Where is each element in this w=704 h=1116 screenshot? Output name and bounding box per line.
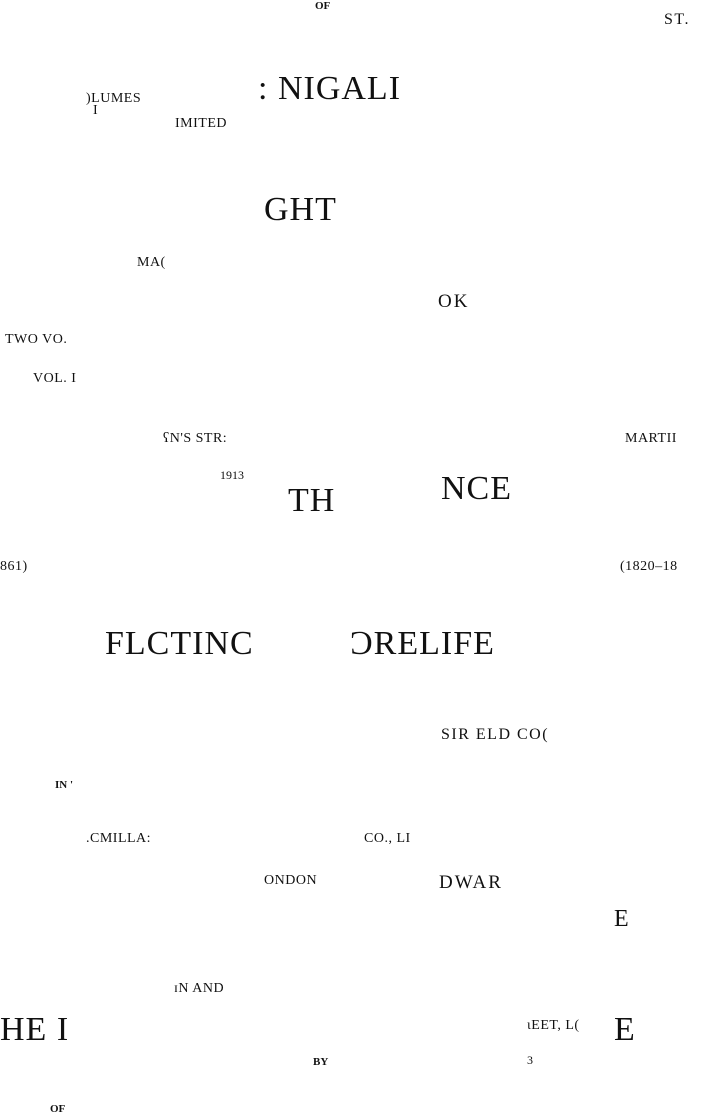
fragment-year-1820: (1820–18 <box>620 559 678 574</box>
fragment-queens-street: ʕN'S STR: <box>163 431 228 446</box>
fragment-year-1913: 1913 <box>220 468 244 482</box>
fragment-flcting: FLCTINC <box>105 625 254 662</box>
fragment-roman-i: I <box>93 103 99 118</box>
fragment-street-lo: ɩEET, L( <box>527 1018 580 1033</box>
fragment-co-ltd: CO., LI <box>364 831 411 846</box>
fragment-london: ONDON <box>264 873 318 888</box>
fragment-e-mid: E <box>614 906 629 932</box>
fragment-st: ST. <box>664 11 690 28</box>
fragment-limited: IMITED <box>175 116 227 131</box>
fragment-macmillan: .CMILLA: <box>86 831 152 846</box>
fragment-digit-3: 3 <box>527 1053 533 1067</box>
fragment-sir-eld: SIR ELD CO( <box>441 726 550 743</box>
fragment-by: BY <box>313 1056 329 1068</box>
fragment-martin: MARTII <box>625 431 677 446</box>
fragment-e-bottom: E <box>614 1011 636 1048</box>
fragment-ok: OK <box>438 291 470 312</box>
fragment-mac: MA( <box>137 255 166 270</box>
fragment-of-bottom: OF <box>50 1103 66 1115</box>
fragment-two-vol: TWO VO. <box>5 332 68 347</box>
fragment-nigale: : NIGALI <box>258 70 402 107</box>
fragment-and: ɪN AND <box>174 981 225 996</box>
fragment-th: TH <box>288 482 336 519</box>
fragment-year-1861: 861) <box>0 559 28 574</box>
fragment-orelife: ƆRELIFE <box>350 625 495 662</box>
fragment-volumes: )LUMES <box>86 91 142 106</box>
fragment-nce: NCE <box>441 470 512 507</box>
fragment-dwar: DWAR <box>439 872 503 893</box>
fragment-ght: GHT <box>264 191 337 228</box>
fragment-in: IN ' <box>55 779 74 791</box>
fragment-he-l: HE I <box>0 1011 70 1048</box>
fragment-of-top: OF <box>315 0 331 12</box>
fragment-vol-i: VOL. I <box>33 371 77 386</box>
